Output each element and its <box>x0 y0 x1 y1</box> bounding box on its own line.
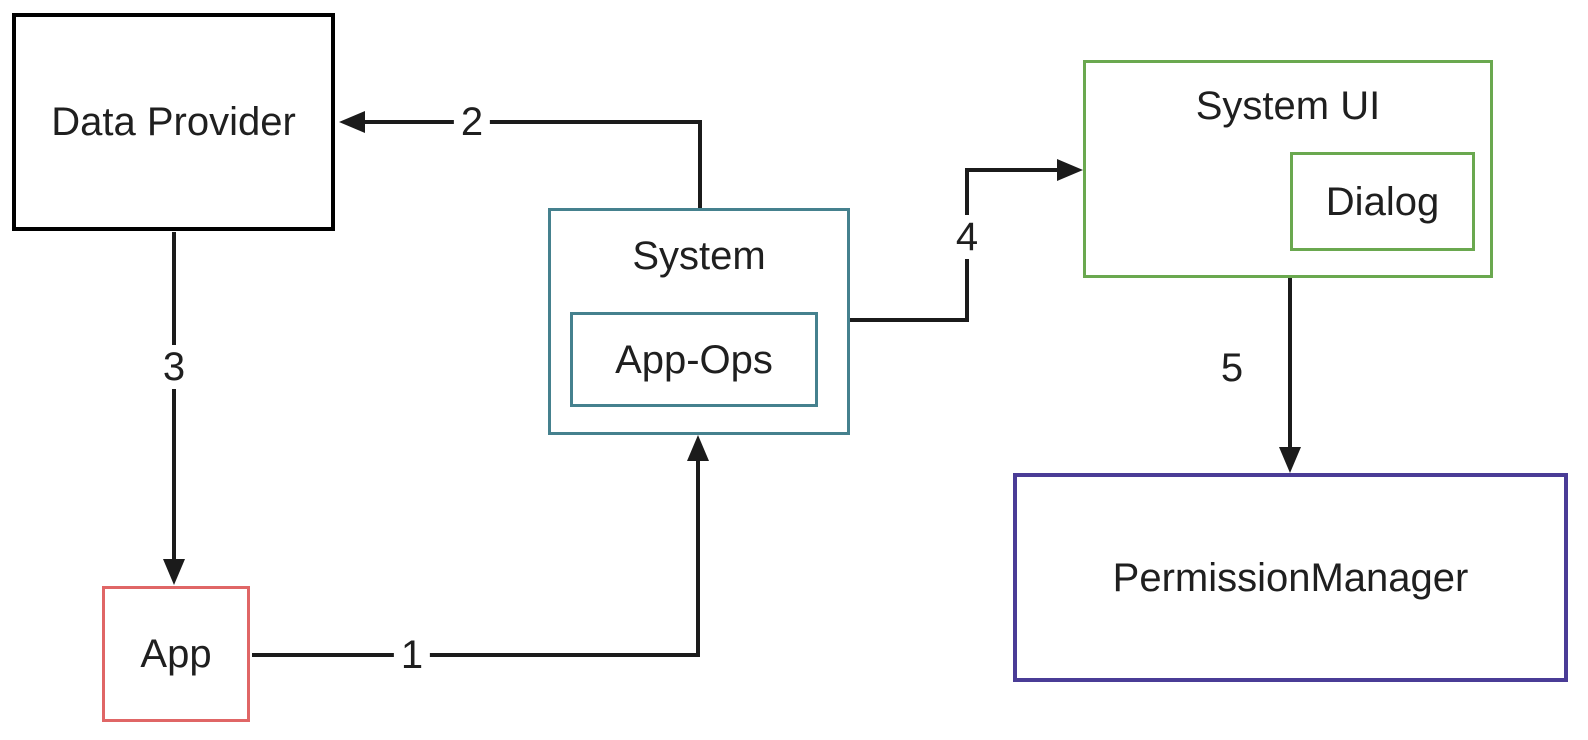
arrow-5-head <box>1279 447 1301 473</box>
box-permission-manager: PermissionManager <box>1013 473 1568 682</box>
box-app-ops: App-Ops <box>570 312 818 407</box>
box-system-label: System <box>632 234 766 278</box>
box-app-label: App <box>140 632 212 676</box>
arrow-4-head <box>1057 159 1083 181</box>
box-system-ui-label: System UI <box>1195 84 1381 128</box>
arrow-2-label: 2 <box>453 100 491 144</box>
box-app: App <box>102 586 250 722</box>
box-system: System App-Ops <box>548 208 850 435</box>
box-data-provider: Data Provider <box>12 13 335 231</box>
arrow-3-label: 3 <box>155 345 193 389</box>
arrow-4-label: 4 <box>948 215 986 259</box>
arrow-2-head <box>339 111 365 133</box>
arrow-3-head <box>163 559 185 585</box>
box-permission-manager-label: PermissionManager <box>1112 555 1469 600</box>
box-app-ops-label: App-Ops <box>615 337 773 382</box>
box-data-provider-label: Data Provider <box>51 100 296 144</box>
box-dialog-label: Dialog <box>1325 179 1440 224</box>
arrow-1-label: 1 <box>393 633 431 677</box>
arrow-1-line <box>252 458 700 657</box>
arrow-1-head <box>687 435 709 461</box>
arrow-5-label: 5 <box>1220 346 1244 390</box>
box-dialog: Dialog <box>1290 152 1475 251</box>
box-system-ui: System UI Dialog <box>1083 60 1493 278</box>
arrow-2-line <box>362 120 702 208</box>
